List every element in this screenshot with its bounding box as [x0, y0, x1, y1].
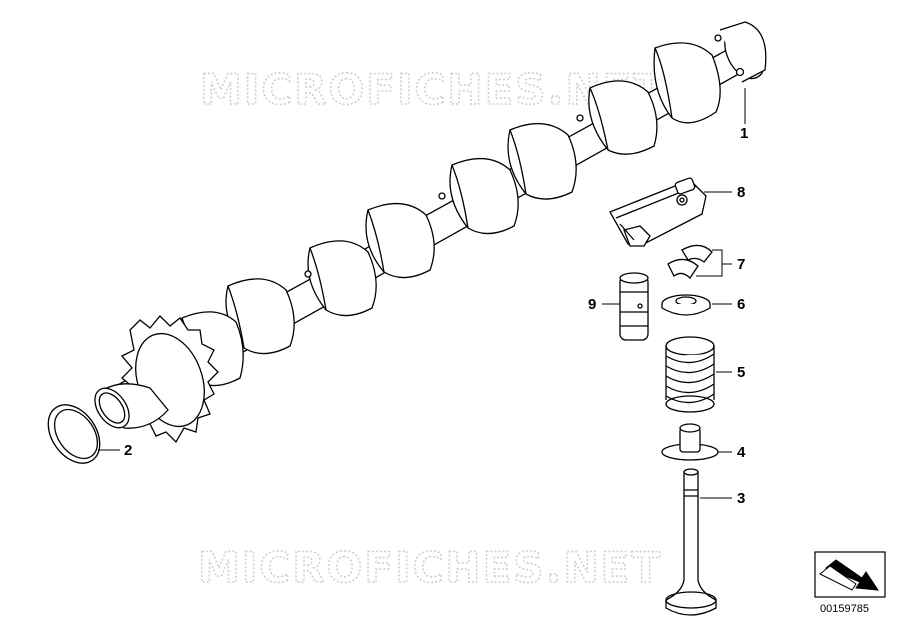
sealing-ring[interactable] — [38, 395, 111, 473]
callout-8: 8 — [737, 184, 745, 201]
watermark-bottom: MICROFICHES.NET — [198, 543, 662, 592]
callout-2: 2 — [124, 442, 132, 459]
direction-arrow-icon — [819, 559, 879, 591]
spring-plate[interactable] — [661, 294, 711, 316]
callout-5: 5 — [737, 364, 745, 381]
callout-4: 4 — [737, 444, 746, 461]
valve-cotters[interactable] — [667, 244, 713, 280]
cam-lobes — [179, 42, 721, 387]
reference-box: 00159785 — [814, 551, 886, 615]
leader-lines — [98, 88, 746, 499]
callout-9: 9 — [588, 296, 596, 313]
rocker-arm[interactable] — [609, 177, 707, 247]
callout-6: 6 — [737, 296, 745, 313]
valve-stem-seal[interactable] — [661, 423, 719, 461]
callout-1: 1 — [740, 125, 748, 142]
callout-3: 3 — [737, 490, 745, 507]
valve[interactable] — [665, 468, 717, 616]
watermark-top: MICROFICHES.NET — [200, 65, 664, 114]
camshaft[interactable] — [88, 19, 773, 444]
callout-7: 7 — [737, 256, 745, 273]
valve-spring[interactable] — [665, 336, 715, 413]
hydraulic-tappet[interactable] — [619, 272, 649, 341]
reference-number: 00159785 — [820, 603, 869, 615]
